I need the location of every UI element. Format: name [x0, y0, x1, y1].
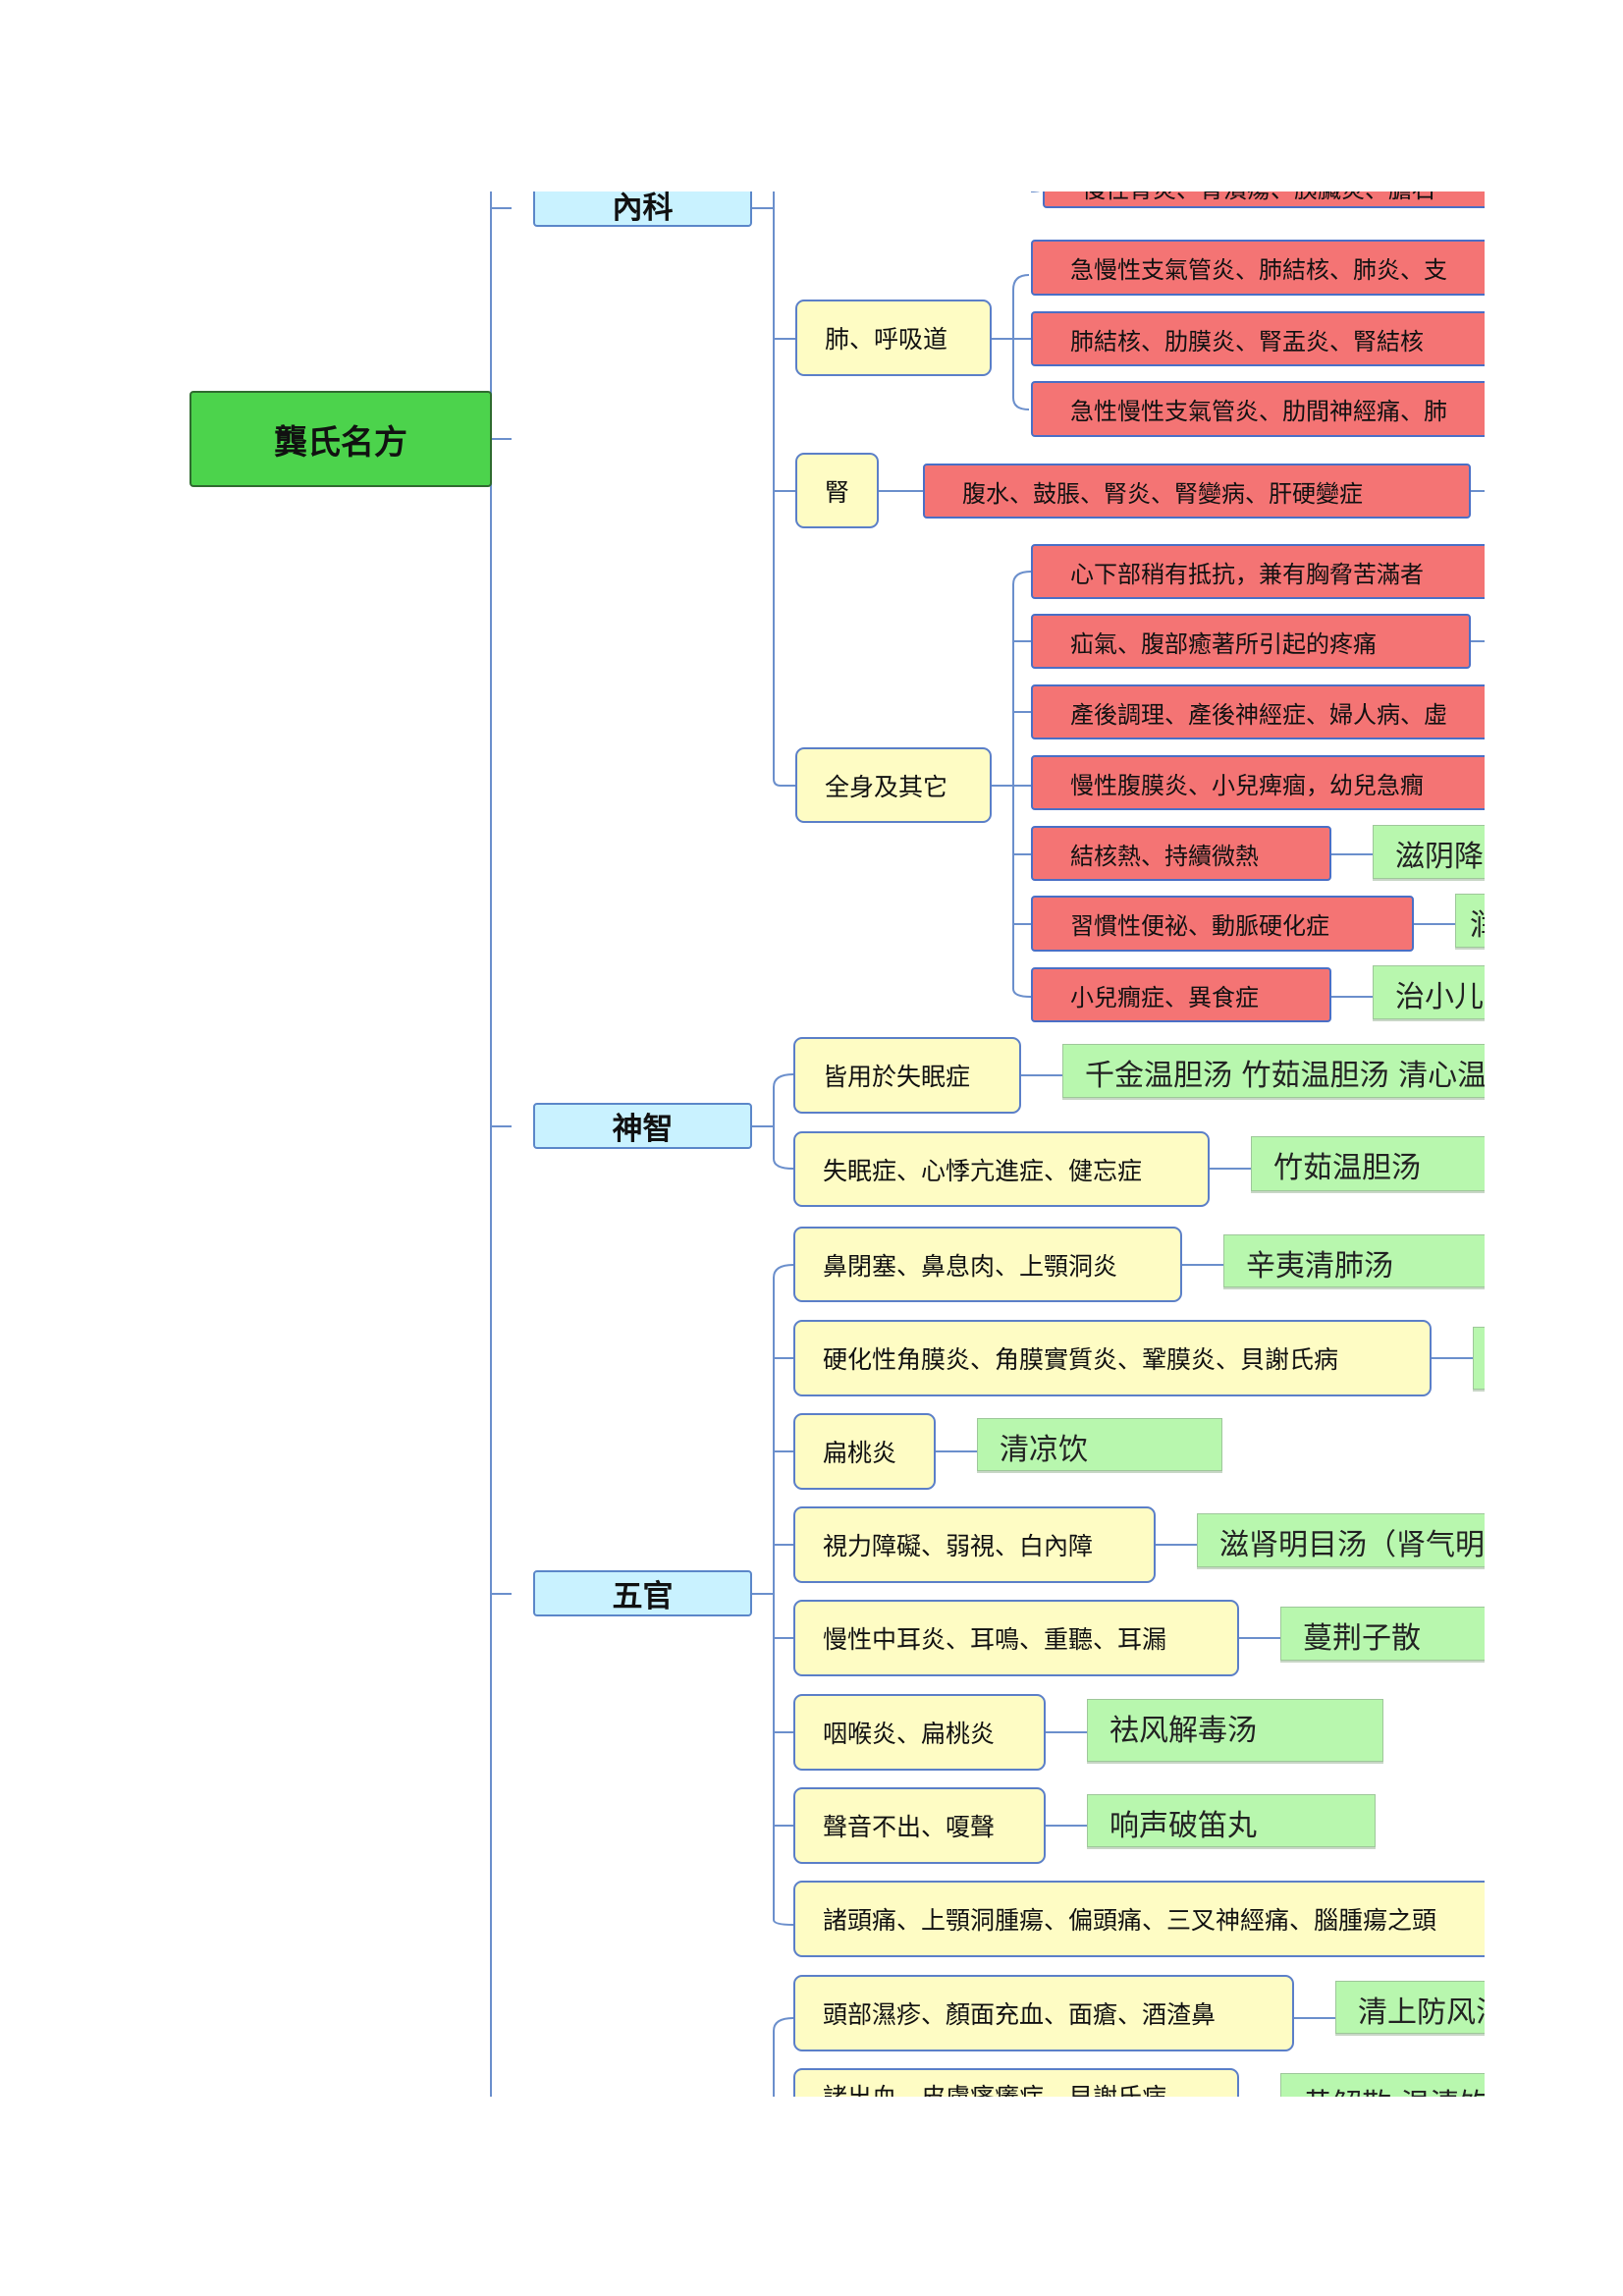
prescription-node[interactable]: 润 [1455, 894, 1485, 948]
group-node[interactable]: 慢性中耳炎、耳鳴、重聽、耳漏 [793, 1600, 1239, 1676]
symptom-node[interactable]: 急性慢性支氣管炎、肋間神經痛、肺 [1031, 381, 1485, 437]
group-node[interactable]: 咽喉炎、扁桃炎 [793, 1694, 1046, 1771]
symptom-node[interactable]: 肺結核、肋膜炎、腎盂炎、腎結核 [1031, 311, 1485, 366]
prescription-node[interactable]: 滋阴降火 [1373, 825, 1485, 879]
category-wuguan[interactable]: 五官 [533, 1570, 752, 1616]
group-node[interactable]: 諸頭痛、上顎洞腫瘍、偏頭痛、三叉神經痛、腦腫瘍之頭 [793, 1881, 1485, 1957]
symptom-node[interactable]: 腹水、鼓脹、腎炎、腎變病、肝硬變症 [923, 464, 1471, 519]
group-node[interactable]: 諸出血、皮膚瘙癢症、貝謝氏病 [793, 2068, 1239, 2097]
symptom-node[interactable]: 習慣性便祕、動脈硬化症 [1031, 896, 1414, 952]
symptom-node[interactable]: 產後調理、產後神經症、婦人病、虛 [1031, 684, 1485, 739]
connector-lines [490, 191, 1485, 2097]
group-node[interactable]: 硬化性角膜炎、角膜實質炎、鞏膜炎、貝謝氏病 [793, 1320, 1432, 1396]
group-lung[interactable]: 肺、呼吸道 [795, 300, 992, 376]
prescription-node[interactable]: 蔓荆子散 [1280, 1607, 1485, 1661]
group-node[interactable]: 視力障礙、弱視、白內障 [793, 1506, 1156, 1583]
symptom-node[interactable]: 慢性腹膜炎、小兒痺痼，幼兒急癇 [1031, 755, 1485, 810]
symptom-node[interactable]: 結核熱、持續微熱 [1031, 826, 1331, 881]
category-neike[interactable]: 內科 [533, 191, 752, 227]
prescription-node[interactable]: 清凉饮 [977, 1418, 1222, 1471]
prescription-node[interactable] [1473, 1327, 1485, 1390]
prescription-node[interactable]: 祛风解毒汤 [1087, 1699, 1383, 1762]
mind-map-viewport: 龔氏名方 內科 神智 五官 慢性胃炎、胃潰瘍、胰臟炎、膽石 肺、呼吸道 急慢性支… [0, 191, 1485, 2097]
prescription-node[interactable]: 滋肾明目汤（肾气明 [1197, 1513, 1485, 1567]
symptom-node[interactable]: 慢性胃炎、胃潰瘍、胰臟炎、膽石 [1043, 191, 1485, 208]
category-shenzhi[interactable]: 神智 [533, 1103, 752, 1149]
prescription-node[interactable]: 千金温胆汤 竹茹温胆汤 清心温 [1062, 1044, 1485, 1098]
symptom-node[interactable]: 急慢性支氣管炎、肺結核、肺炎、支 [1031, 240, 1485, 296]
prescription-node[interactable]: 黄解散 温清饮 [1280, 2073, 1485, 2097]
prescription-node[interactable]: 响声破笛丸 [1087, 1794, 1376, 1847]
group-node[interactable]: 頭部濕疹、顏面充血、面瘡、酒渣鼻 [793, 1975, 1294, 2051]
group-node[interactable]: 聲音不出、嗄聲 [793, 1787, 1046, 1864]
group-node[interactable]: 扁桃炎 [793, 1413, 936, 1490]
symptom-node[interactable]: 心下部稍有抵抗，兼有胸脅苦滿者 [1031, 544, 1485, 599]
group-node[interactable]: 皆用於失眠症 [793, 1037, 1021, 1114]
group-whole-body[interactable]: 全身及其它 [795, 747, 992, 823]
symptom-node[interactable]: 小兒癇症、異食症 [1031, 967, 1331, 1022]
prescription-node[interactable]: 清上防风汤 [1335, 1981, 1485, 2034]
prescription-node[interactable]: 竹茹温胆汤 [1251, 1136, 1485, 1191]
prescription-node[interactable]: 辛夷清肺汤 [1223, 1234, 1485, 1287]
group-kidney[interactable]: 腎 [795, 453, 879, 528]
root-node[interactable]: 龔氏名方 [189, 391, 492, 487]
symptom-node[interactable]: 疝氣、腹部癒著所引起的疼痛 [1031, 614, 1471, 669]
group-node[interactable]: 鼻閉塞、鼻息肉、上顎洞炎 [793, 1227, 1182, 1302]
prescription-node[interactable]: 治小儿疳 [1373, 965, 1485, 1019]
group-node[interactable]: 失眠症、心悸亢進症、健忘症 [793, 1131, 1210, 1207]
